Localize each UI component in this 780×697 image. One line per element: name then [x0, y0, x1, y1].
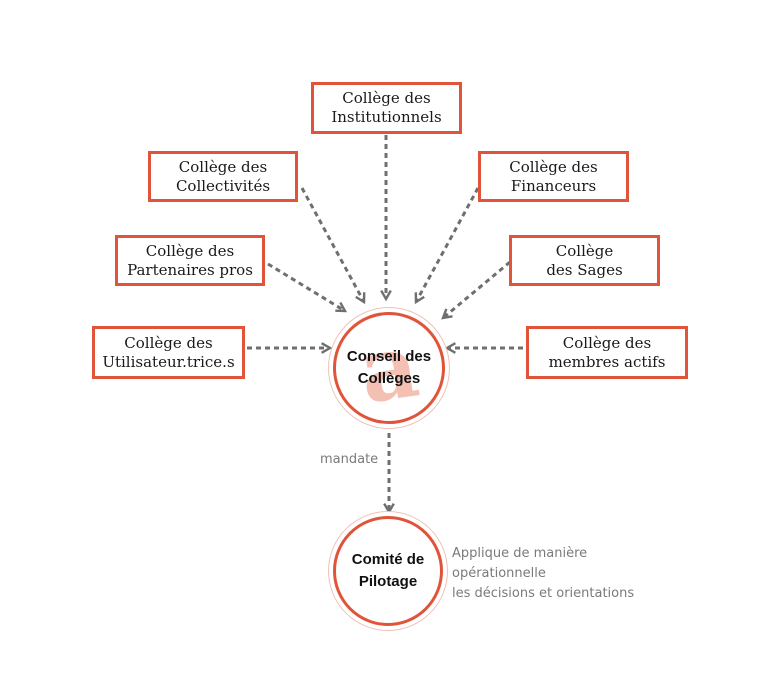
comite-note: Applique de manière opérationnelle les d…: [452, 546, 635, 601]
conseil-des-colleges-label: Conseil des Collèges: [346, 348, 432, 387]
comite-de-pilotage-node: Comité de Pilotage: [333, 516, 443, 626]
comite-de-pilotage-label: Comité de Pilotage: [351, 551, 425, 590]
college-partenaires-pros: Collège des Partenaires pros: [115, 235, 265, 286]
arrow-partenaires-pros: [267, 262, 348, 313]
arrow-sages: [441, 260, 511, 320]
arrow-collectivites: [300, 187, 366, 305]
arrow-financeurs: [414, 187, 480, 305]
mandate-label: mandate: [320, 452, 379, 467]
college-utilisateurs: Collège des Utilisateur.trice.s: [92, 326, 245, 379]
college-sages: Collège des Sages: [509, 235, 660, 286]
college-collectivites: Collège des Collectivités: [148, 151, 298, 202]
college-financeurs: Collège des Financeurs: [478, 151, 629, 202]
college-institutionnels: Collège des Institutionnels: [311, 82, 462, 134]
college-membres-actifs: Collège des membres actifs: [526, 326, 688, 379]
conseil-des-colleges-node: a Conseil des Collèges: [333, 312, 445, 424]
